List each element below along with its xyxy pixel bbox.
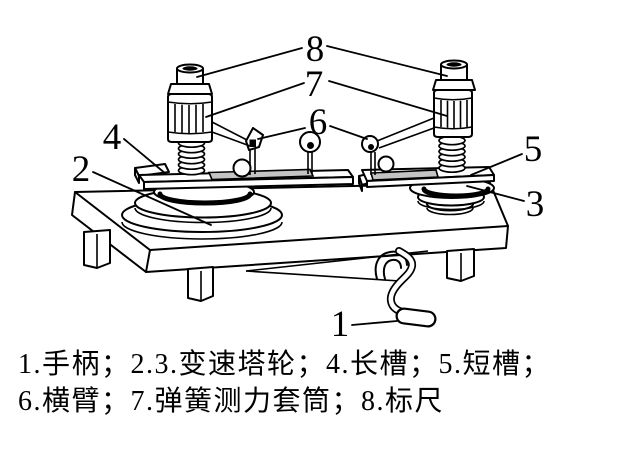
right-spring [438, 135, 466, 174]
right-ring-post [361, 135, 379, 175]
right-arm-short-slot [358, 135, 495, 192]
crank-axle-line [245, 270, 401, 282]
part-label-7: 7 [305, 64, 324, 105]
part-label-4: 4 [103, 117, 122, 158]
left-slider-ball [232, 158, 252, 178]
part-label-1: 1 [331, 304, 350, 345]
part-label-2: 2 [72, 149, 91, 190]
left-scale-cap [176, 63, 204, 85]
part-label-5: 5 [524, 129, 543, 170]
base-leg-left-front [187, 266, 214, 302]
right-slider-ball [377, 155, 395, 173]
part-label-6: 6 [309, 102, 328, 143]
right-force-cylinder [432, 59, 476, 138]
short-slot [369, 169, 440, 181]
figure-caption: 1.手柄；2.3.变速塔轮；4.长槽；5.短槽； 6.横臂；7.弹簧测力套筒；8… [18, 346, 618, 420]
left-cross-arm [211, 121, 251, 147]
left-pulley-groove-band [157, 191, 253, 206]
right-cross-arm [376, 117, 435, 149]
left-spring [177, 137, 206, 176]
caption-line-2: 6.横臂；7.弹簧测力套筒；8.标尺 [18, 386, 445, 417]
base-leg-left-back [83, 229, 111, 269]
crank-grip [395, 307, 437, 328]
right-scale-cap [440, 59, 468, 81]
right-pulley-groove-band [421, 186, 491, 199]
leader-lines [92, 45, 525, 326]
base-leg-right-front [446, 248, 475, 282]
crank-handle [245, 247, 437, 328]
left-force-cylinder [167, 63, 213, 143]
left-ring-post [299, 131, 321, 174]
part-label-8: 8 [306, 29, 325, 70]
crank-rod [386, 247, 421, 319]
part-labels: 8 7 6 4 2 5 3 1 [72, 29, 545, 345]
caption-line-1: 1.手柄；2.3.变速塔轮；4.长槽；5.短槽； [18, 349, 552, 380]
left-cylinder-ribs [174, 104, 204, 133]
part-label-3: 3 [526, 184, 545, 225]
